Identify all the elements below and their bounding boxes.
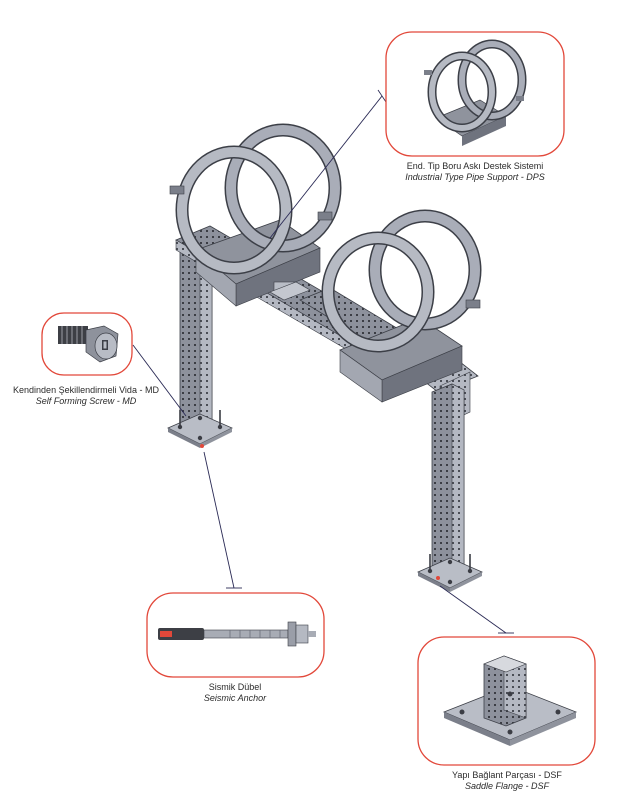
pipe-support-label: End. Tip Boru Askı Destek Sistemi Indust…: [380, 161, 570, 183]
leader-screw: [132, 344, 187, 417]
left-column: [179, 239, 213, 441]
screw-label-tr: Kendinden Şekillendirmeli Vida - MD: [13, 385, 159, 395]
anchor-label-en: Seismic Anchor: [203, 693, 267, 703]
leader-lines: [132, 89, 514, 634]
anchor-thumbnail: [146, 592, 325, 678]
screw-label: Kendinden Şekillendirmeli Vida - MD Self…: [2, 385, 170, 407]
leader-flange: [439, 585, 507, 634]
pipe-support-assembly: [167, 123, 483, 592]
screw-thumbnail: [41, 312, 133, 376]
leader-pipe-support: [269, 95, 383, 239]
left-clamp-rings: [169, 123, 342, 275]
flange-thumbnail: [417, 636, 596, 766]
flange-label-tr: Yapı Bağlant Parçası - DSF: [452, 770, 562, 780]
pipe-support-label-en: Industrial Type Pipe Support - DPS: [405, 172, 545, 182]
anchor-label: Sismik Dübel Seismic Anchor: [150, 682, 320, 704]
screw-label-en: Self Forming Screw - MD: [35, 396, 137, 406]
right-pipe-saddle: [339, 317, 463, 403]
left-base-plate: [167, 410, 233, 448]
right-clamp-rings: [321, 209, 482, 353]
anchor-label-tr: Sismik Dübel: [208, 682, 262, 692]
right-column: [431, 383, 465, 585]
flange-label: Yapı Bağlant Parçası - DSF Saddle Flange…: [414, 770, 600, 792]
pipe-support-label-tr: End. Tip Boru Askı Destek Sistemi: [406, 161, 544, 171]
leader-anchor: [203, 451, 235, 589]
pipe-support-thumbnail: [385, 31, 565, 157]
right-base-plate: [417, 554, 483, 592]
connector-bracket: [269, 281, 311, 301]
flange-label-en: Saddle Flange - DSF: [464, 781, 550, 791]
